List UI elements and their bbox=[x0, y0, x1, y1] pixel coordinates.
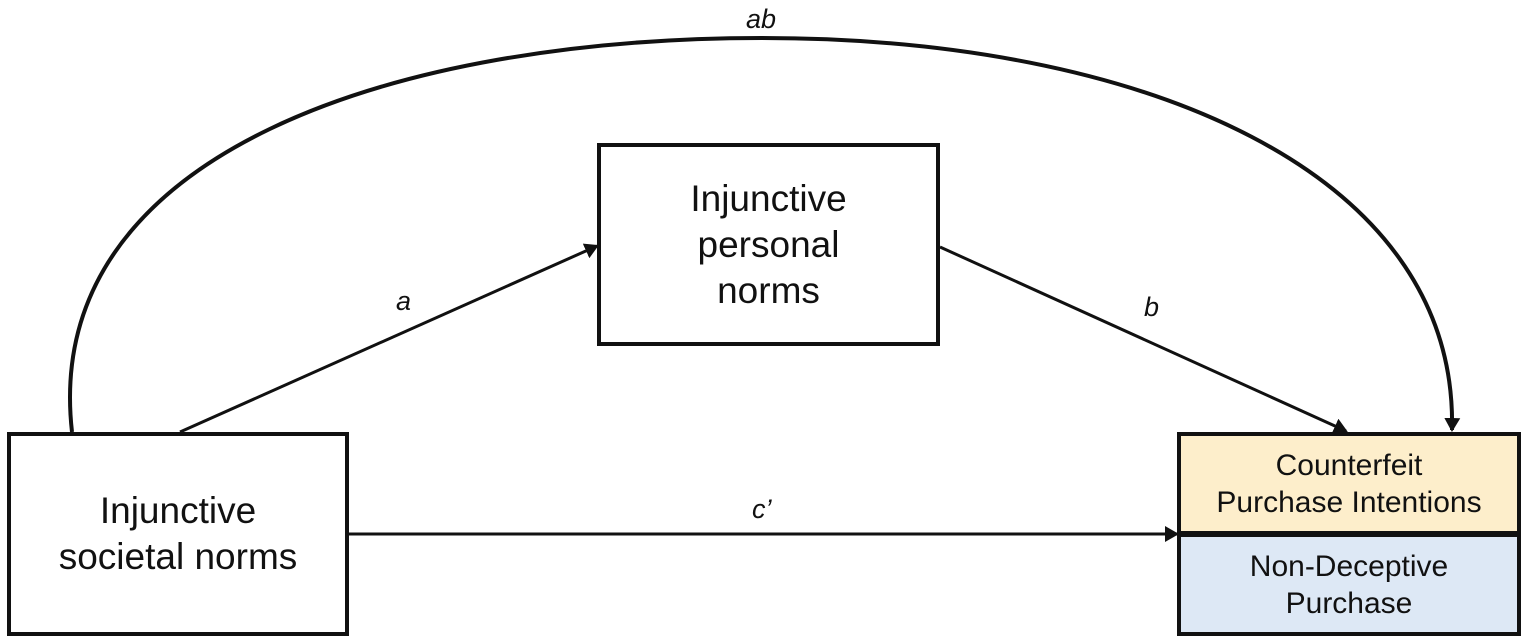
outcome-non-deceptive-purchase: Non-Deceptive Purchase bbox=[1181, 534, 1517, 632]
outcome-top-line1: Counterfeit bbox=[1275, 448, 1423, 482]
path-label-a: a bbox=[396, 286, 412, 316]
path-label-ab: ab bbox=[746, 4, 777, 34]
predictor-label-line2: societal norms bbox=[58, 536, 298, 577]
mediator-label-line1: Injunctive bbox=[690, 177, 847, 219]
outcome-top-line2: Purchase Intentions bbox=[1216, 485, 1482, 519]
arrow-ab bbox=[68, 35, 1461, 433]
arrow-b bbox=[939, 245, 1348, 434]
outcome-bottom-line2: Purchase bbox=[1285, 586, 1413, 620]
outcome-counterfeit-purchase-intentions: Counterfeit Purchase Intentions bbox=[1181, 436, 1517, 534]
mediator-label-line3: norms bbox=[717, 269, 820, 311]
mediator-box-injunctive-personal-norms: Injunctive personal norms bbox=[597, 143, 940, 346]
outcome-bottom-line1: Non-Deceptive bbox=[1249, 549, 1449, 583]
path-label-b: b bbox=[1144, 292, 1160, 322]
mediator-label-line2: personal bbox=[697, 223, 840, 265]
arrow-a bbox=[179, 243, 599, 434]
path-label-c-prime: c’ bbox=[752, 494, 772, 524]
predictor-label-line1: Injunctive bbox=[99, 490, 257, 531]
outcome-box: Counterfeit Purchase Intentions Non-Dece… bbox=[1177, 432, 1521, 636]
predictor-box-injunctive-societal-norms: Injunctive societal norms bbox=[7, 432, 349, 636]
